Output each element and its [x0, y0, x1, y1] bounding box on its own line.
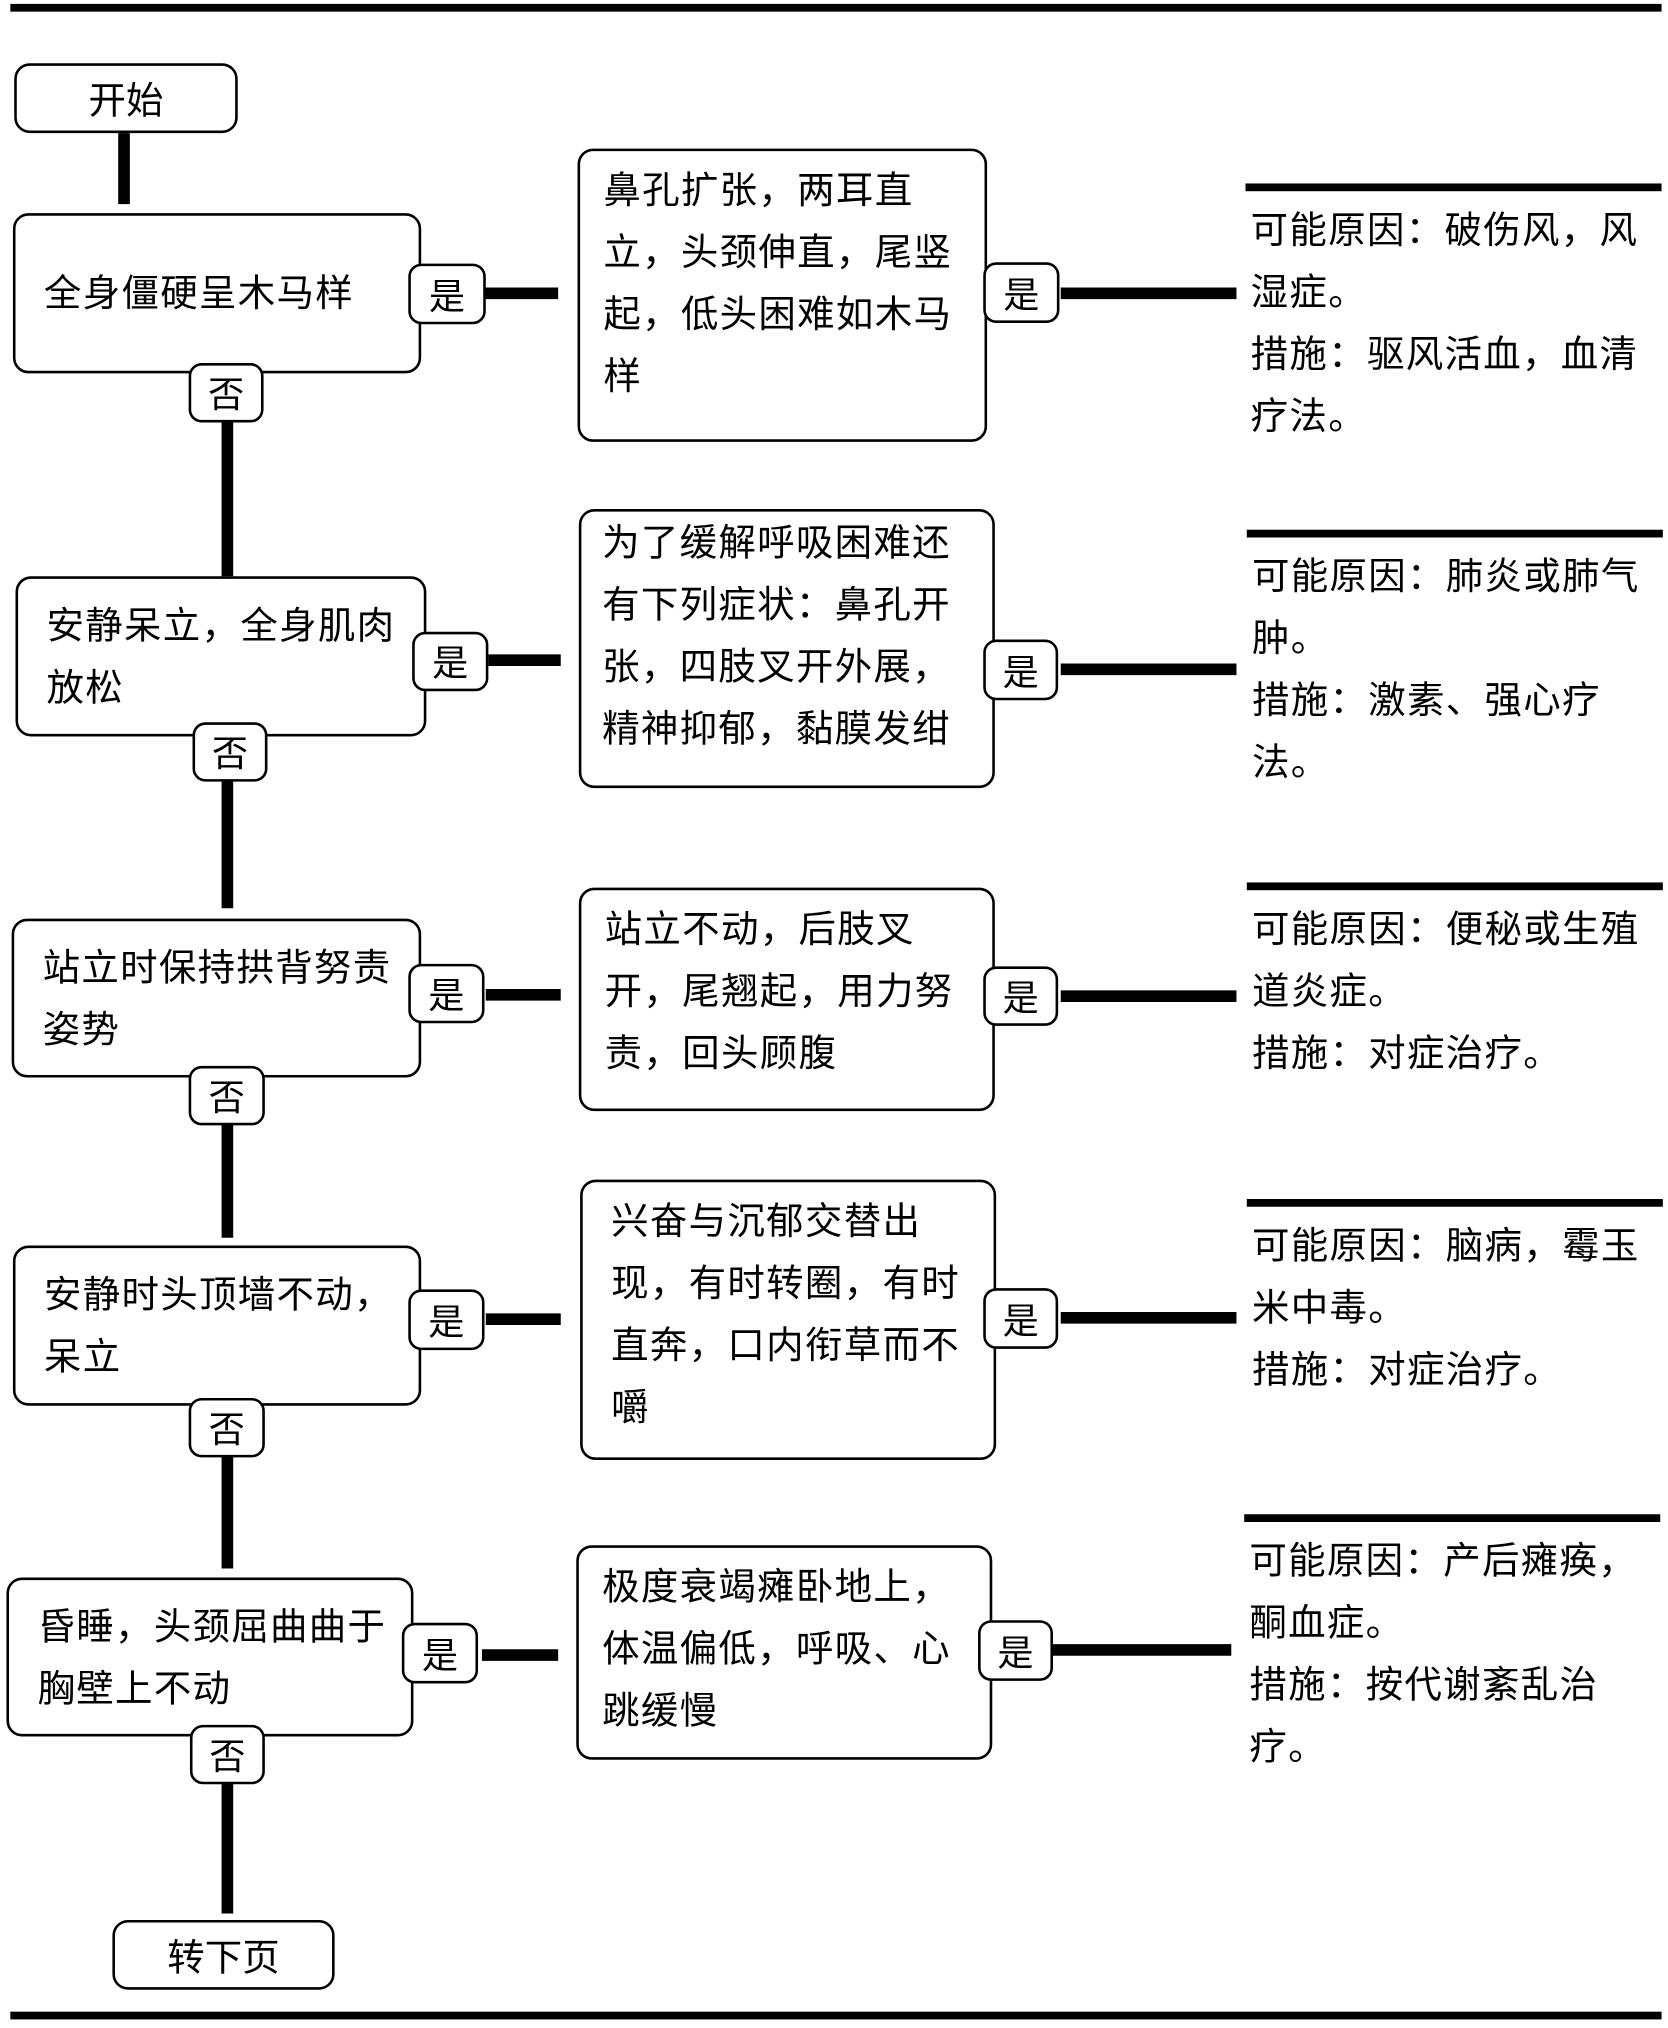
- no-label-q2: 否: [192, 722, 268, 782]
- start-label: 开始: [88, 78, 164, 123]
- result-block-5: 可能原因：产后瘫痪，酮血症。 措施：按代谢紊乱治疗。: [1244, 1514, 1661, 1790]
- question-text-5: 昏睡，头颈屈曲曲于胸壁上不动: [37, 1604, 387, 1710]
- question-box-3: 站立时保持拱背努责姿势: [11, 918, 422, 1078]
- measure-text-2: 措施：激素、强心疗法。: [1251, 678, 1601, 785]
- symptom-box-3: 站立不动，后肢叉开，尾翘起，用力努责，回头顾腹: [578, 887, 995, 1112]
- yes-label-s1: 是: [983, 262, 1060, 324]
- yes-label-s4: 是: [983, 1288, 1059, 1349]
- result-block-3: 可能原因：便秘或生殖道炎症。 措施：对症治疗。: [1246, 882, 1663, 1102]
- yes-label-q1: 是: [408, 263, 486, 325]
- top-rule: [10, 3, 1662, 12]
- end-label: 转下页: [167, 1935, 280, 1980]
- measure-text-5: 措施：按代谢紊乱治疗。: [1249, 1662, 1599, 1769]
- measure-text-1: 措施：驱风活血，血清疗法。: [1250, 332, 1639, 438]
- symptom-box-4: 兴奋与沉郁交替出现，有时转圈，有时直奔，口内衔草而不嚼: [580, 1179, 997, 1460]
- yes-label-q2: 是: [412, 631, 489, 692]
- cause-text-2: 可能原因：肺炎或肺气肿。: [1251, 554, 1640, 661]
- measure-text-3: 措施：对症治疗。: [1251, 1031, 1563, 1075]
- result-block-2: 可能原因：肺炎或肺气肿。 措施：激素、强心疗法。: [1246, 529, 1663, 817]
- no-label-q1: 否: [188, 363, 264, 423]
- cause-text-4: 可能原因：脑病，霉玉米中毒。: [1251, 1223, 1640, 1330]
- end-terminal: 转下页: [112, 1919, 335, 1990]
- symptom-box-1: 鼻孔扩张，两耳直立，头颈伸直，尾竖起，低头困难如木马样: [577, 148, 988, 442]
- no-label-q3: 否: [188, 1065, 265, 1126]
- cause-text-3: 可能原因：便秘或生殖道炎症。: [1251, 906, 1640, 1013]
- question-box-5: 昏睡，头颈屈曲曲于胸壁上不动: [6, 1577, 414, 1737]
- yes-label-s2: 是: [983, 639, 1059, 701]
- yes-label-q3: 是: [408, 963, 485, 1024]
- start-terminal: 开始: [14, 63, 238, 134]
- cause-text-5: 可能原因：产后瘫痪，酮血症。: [1249, 1538, 1638, 1645]
- result-block-4: 可能原因：脑病，霉玉米中毒。 措施：对症治疗。: [1246, 1198, 1663, 1421]
- question-text-3: 站立时保持拱背努责姿势: [42, 945, 392, 1052]
- question-box-2: 安静呆立，全身肌肉放松: [15, 576, 427, 737]
- yes-label-s5: 是: [978, 1620, 1053, 1681]
- result-block-1: 可能原因：破伤风，风湿症。 措施：驱风活血，血清疗法。: [1245, 183, 1662, 454]
- question-text-2: 安静呆立，全身肌肉放松: [46, 603, 396, 710]
- symptom-text-5: 极度衰竭瘫卧地上，体温偏低，呼吸、心跳缓慢: [602, 1564, 951, 1733]
- symptom-box-5: 极度衰竭瘫卧地上，体温偏低，呼吸、心跳缓慢: [576, 1545, 993, 1760]
- no-label-q5: 否: [189, 1724, 265, 1785]
- no-label-q4: 否: [188, 1397, 265, 1458]
- symptom-text-2: 为了缓解呼吸困难还有下列症状：鼻孔开张，四肢叉开外展，精神抑郁，黏膜发绀: [602, 520, 951, 751]
- symptom-text-4: 兴奋与沉郁交替出现，有时转圈，有时直奔，口内衔草而不嚼: [611, 1198, 960, 1429]
- question-box-4: 安静时头顶墙不动，呆立: [12, 1245, 422, 1406]
- measure-text-4: 措施：对症治疗。: [1251, 1347, 1563, 1392]
- symptom-box-2: 为了缓解呼吸困难还有下列症状：鼻孔开张，四肢叉开外展，精神抑郁，黏膜发绀: [578, 509, 995, 789]
- symptom-text-3: 站立不动，后肢叉开，尾翘起，用力努责，回头顾腹: [604, 906, 954, 1075]
- question-box-1: 全身僵硬呈木马样: [12, 213, 422, 374]
- question-text-4: 安静时头顶墙不动，呆立: [43, 1272, 393, 1379]
- symptom-text-1: 鼻孔扩张，两耳直立，头颈伸直，尾竖起，低头困难如木马样: [603, 167, 953, 398]
- yes-label-q4: 是: [408, 1289, 485, 1351]
- bottom-rule: [10, 2011, 1662, 2020]
- question-text-1: 全身僵硬呈木马样: [43, 271, 355, 316]
- cause-text-1: 可能原因：破伤风，风湿症。: [1250, 208, 1639, 314]
- yes-label-q5: 是: [401, 1622, 479, 1684]
- yes-label-s3: 是: [983, 966, 1059, 1026]
